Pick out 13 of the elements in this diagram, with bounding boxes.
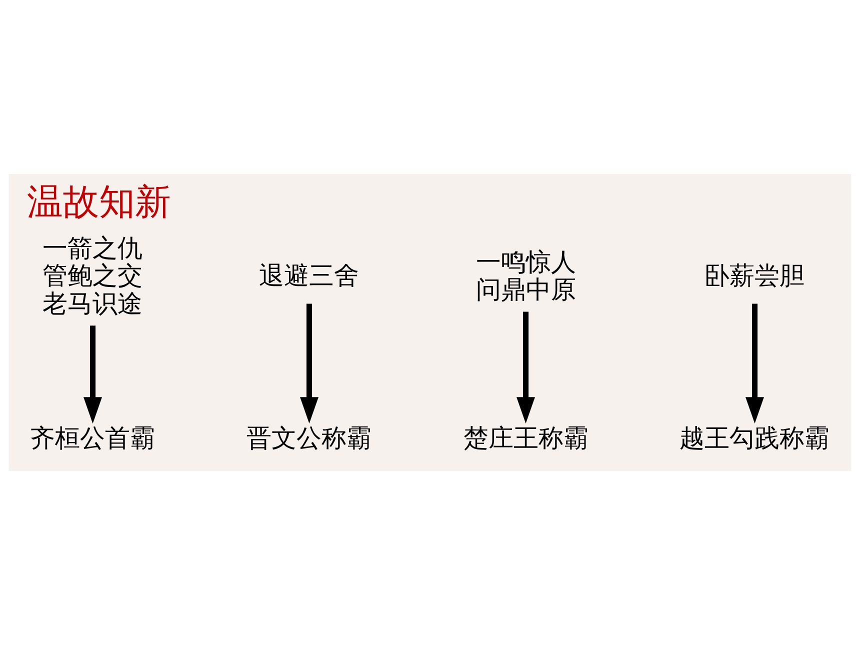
arrow [746, 304, 764, 424]
arrow [516, 312, 536, 424]
node-text: 晋文公称霸 [246, 424, 372, 453]
diagram-title: 温故知新 [27, 180, 171, 223]
node-text: 一鸣惊人 问鼎中原 [476, 247, 576, 304]
arrow [84, 326, 102, 424]
node-text: 齐桓公首霸 [30, 424, 156, 453]
node-text: 一箭之仇 管鲍之交 老马识途 [42, 233, 143, 318]
node-text: 楚庄王称霸 [463, 424, 588, 453]
arrow [300, 304, 319, 424]
node-text: 卧薪尝胆 [704, 261, 805, 290]
node-text: 越王勾践称霸 [680, 424, 830, 453]
node-text: 退避三舍 [259, 261, 360, 290]
